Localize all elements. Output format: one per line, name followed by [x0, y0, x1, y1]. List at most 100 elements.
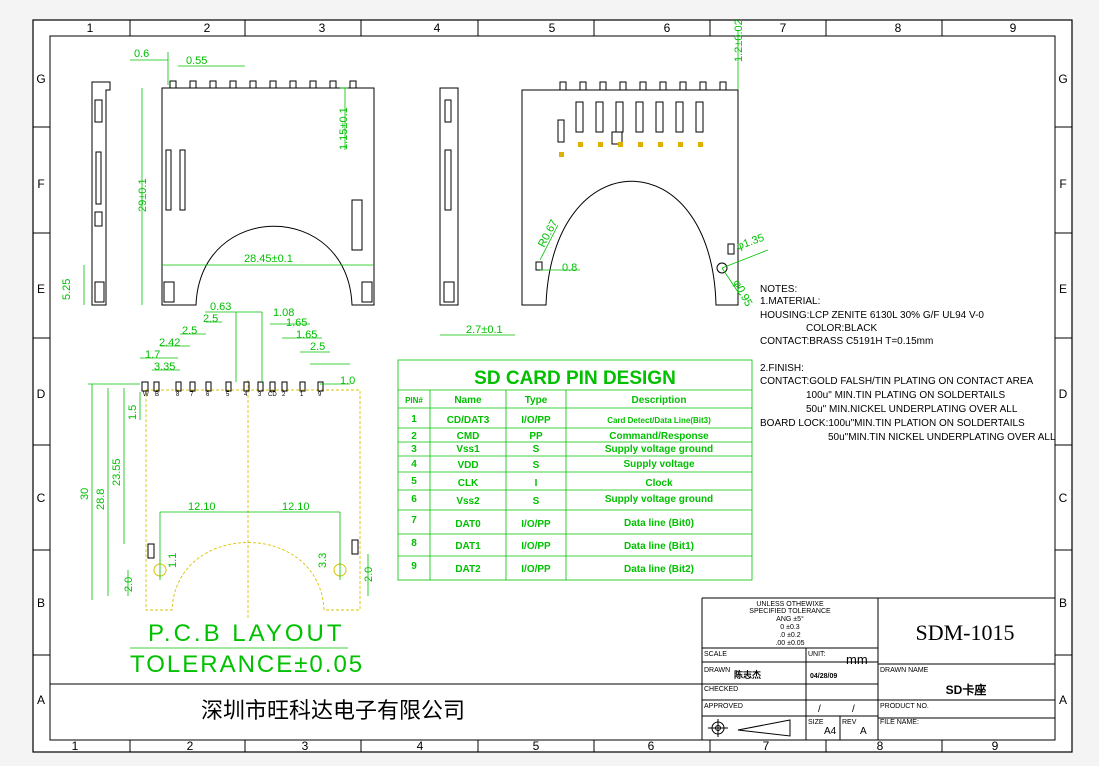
pin-label-6: 6 [206, 392, 210, 398]
approved-slash-1: / [818, 704, 821, 715]
rev-value: A [860, 726, 867, 737]
table-row-1-type: I/O/PP [521, 415, 551, 426]
table-row-7-type: I/O/PP [521, 519, 551, 530]
table-row-1-pin: 1 [411, 414, 417, 425]
zone-rows: G F E D C B A G F E D C B A [33, 72, 1072, 707]
dim-1-2: 1.2±0.02 [733, 19, 745, 62]
table-row-8-type: I/O/PP [521, 541, 551, 552]
size-value: A4 [824, 726, 837, 737]
zone-col-3-top: 3 [319, 21, 326, 35]
pcb-dim-2-5-b: 2.5 [182, 325, 197, 337]
notes: NOTES: 1.MATERIAL: HOUSING:LCP ZENITE 61… [760, 284, 1056, 443]
bottom-view [521, 81, 739, 306]
pcb-layout-title: P.C.B LAYOUT [148, 620, 345, 647]
table-row-6-type: S [533, 496, 540, 507]
note-line-3: HOUSING:LCP ZENITE 6130L 30% G/F UL94 V-… [760, 310, 984, 321]
top-view [161, 80, 375, 306]
company-name: 深圳市旺科达电子有限公司 [201, 698, 465, 723]
table-row-6-pin: 6 [411, 494, 417, 505]
dim-0-55: 0.55 [186, 55, 207, 67]
zone-col-5-bottom: 5 [533, 739, 540, 753]
note-line-10: BOARD LOCK:100u"MIN.TIN PLATION ON SOLDE… [760, 418, 1025, 429]
upper-dimension-lines [83, 30, 769, 336]
pcb-tolerance: TOLERANCE±0.05 [130, 651, 364, 678]
pin-label-w: W [143, 392, 149, 398]
bottom-view-contacts [559, 142, 703, 157]
pin-table-header-pin: PIN# [405, 396, 423, 405]
zone-row-f-right: F [1059, 177, 1066, 191]
pcb-dim-1-65-a: 1.65 [286, 317, 307, 329]
note-line-5: CONTACT:BRASS C5191H T=0.15mm [760, 336, 933, 347]
tolerance-line-6: .00 ±0.05 [775, 640, 804, 647]
zone-col-7-top: 7 [780, 21, 787, 35]
zone-col-6-bottom: 6 [648, 739, 655, 753]
pcb-dim-2-5-a: 2.5 [203, 313, 218, 325]
pcb-dim-3-3: 3.3 [317, 553, 329, 568]
approved-label: APPROVED [704, 703, 743, 710]
table-row-9-type: I/O/PP [521, 564, 551, 575]
pcb-dim-0-63: 0.63 [210, 301, 231, 313]
table-row-2-pin: 2 [411, 431, 417, 442]
title-block: UNLESS OTHEWIXE SPECIFIED TOLERANCE ANG … [50, 597, 1055, 740]
zone-col-4-bottom: 4 [417, 739, 424, 753]
pcb-dim-12-10-b: 12.10 [282, 501, 310, 513]
part-number: SDM-1015 [915, 620, 1014, 645]
pcb-dim-1-65-b: 1.65 [296, 329, 317, 341]
table-row-4-name: VDD [457, 460, 478, 471]
dim-28-45: 28.45±0.1 [244, 253, 293, 265]
zone-columns: 1 2 3 4 5 6 7 8 9 1 2 3 4 5 6 7 8 9 [72, 20, 1017, 753]
pin-label-2: 2 [282, 392, 286, 398]
zone-row-a-right: A [1059, 693, 1067, 707]
table-row-2-name: CMD [457, 431, 480, 442]
table-row-3-desc: Supply voltage ground [605, 444, 713, 455]
table-row-3-pin: 3 [411, 444, 417, 455]
drawn-by: 陈志杰 [734, 669, 761, 680]
pcb-dim-2-0-a: 2.0 [123, 577, 135, 592]
table-row-1-name: CD/DAT3 [447, 415, 490, 426]
zone-row-b-left: B [37, 596, 45, 610]
pcb-dim-23-55: 23.55 [111, 458, 123, 486]
zone-col-5-top: 5 [549, 21, 556, 35]
table-row-3-type: S [533, 444, 540, 455]
pcb-dim-2-42: 2.42 [159, 337, 180, 349]
projection-symbol-icon [708, 719, 791, 737]
table-row-4-type: S [533, 460, 540, 471]
pcb-dimension-lines [88, 311, 369, 600]
zone-row-g-left: G [36, 72, 45, 86]
pcb-dim-1-7: 1.7 [145, 349, 160, 361]
pcb-outline [145, 380, 361, 620]
zone-col-2-top: 2 [204, 21, 211, 35]
zone-col-9-bottom: 9 [992, 739, 999, 753]
scale-label: SCALE [704, 651, 727, 658]
note-line-4: COLOR:BLACK [806, 323, 877, 334]
pin-label-4: 4 [244, 392, 248, 398]
zone-col-1-top: 1 [87, 21, 94, 35]
pin-table-header-description: Description [631, 395, 686, 406]
table-row-8-desc: Data line (Bit1) [624, 541, 694, 552]
zone-col-3-bottom: 3 [302, 739, 309, 753]
side-view [439, 87, 459, 306]
zone-col-9-top: 9 [1010, 21, 1017, 35]
zone-row-d-left: D [37, 387, 46, 401]
pcb-dim-3-35: 3.35 [154, 361, 175, 373]
table-row-2-desc: Command/Response [609, 431, 709, 442]
pcb-dim-28-8: 28.8 [95, 489, 107, 510]
pin-label-9: 9 [318, 392, 322, 398]
tolerance-line-5: .0 ±0.2 [779, 632, 800, 639]
pcb-dim-1-5: 1.5 [127, 405, 139, 420]
pin-table-header-type: Type [525, 395, 548, 406]
size-label: SIZE [808, 719, 824, 726]
pcb-dim-2-5-c: 2.5 [310, 341, 325, 353]
pin-label-5: 5 [226, 392, 230, 398]
table-row-7-pin: 7 [411, 515, 417, 526]
note-line-9: 50u" MIN.NICKEL UNDERPLATING OVER ALL [806, 404, 1018, 415]
table-row-5-type: I [535, 478, 538, 489]
drawn-label: DRAWN [704, 667, 730, 674]
zone-col-4-top: 4 [434, 21, 441, 35]
tolerance-line-4: 0 ±0.3 [780, 624, 800, 631]
zone-row-e-left: E [37, 282, 45, 296]
pin-label-cd: CD [268, 392, 277, 398]
pin-table: SD CARD PIN DESIGN PIN# Name Type Descri… [397, 359, 753, 581]
table-row-6-name: Vss2 [456, 496, 480, 507]
